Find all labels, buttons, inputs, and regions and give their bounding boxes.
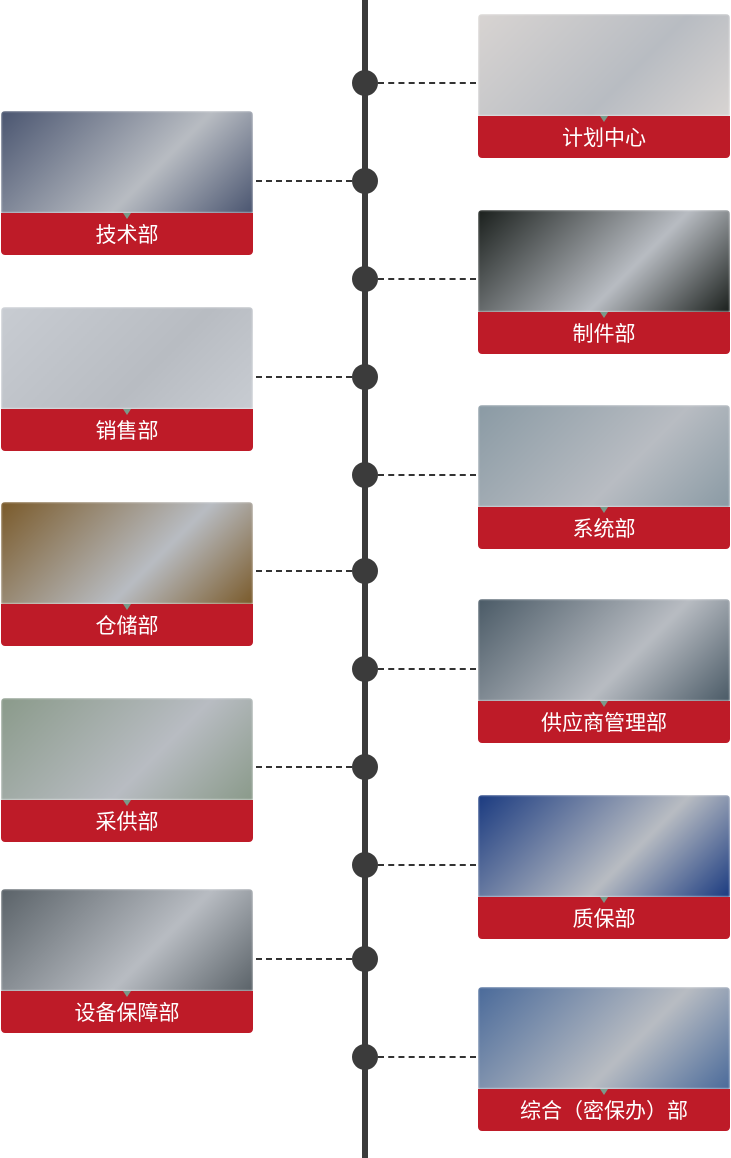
connector-line	[256, 570, 352, 572]
department-label: 综合（密保办）部	[478, 1089, 730, 1131]
department-card[interactable]: 销售部	[1, 307, 253, 451]
department-card[interactable]: 系统部	[478, 405, 730, 549]
department-card[interactable]: 供应商管理部	[478, 599, 730, 743]
connector-line	[378, 474, 476, 476]
department-image	[1, 698, 253, 800]
department-image	[1, 111, 253, 213]
department-card[interactable]: 设备保障部	[1, 889, 253, 1033]
department-image	[1, 307, 253, 409]
department-label: 计划中心	[478, 116, 730, 158]
timeline-dot	[352, 656, 378, 682]
department-label: 销售部	[1, 409, 253, 451]
department-card[interactable]: 质保部	[478, 795, 730, 939]
timeline-dot	[352, 462, 378, 488]
department-image	[478, 987, 730, 1089]
department-card[interactable]: 仓储部	[1, 502, 253, 646]
department-card[interactable]: 计划中心	[478, 14, 730, 158]
department-image	[1, 889, 253, 991]
connector-line	[378, 1056, 476, 1058]
timeline-dot	[352, 364, 378, 390]
timeline-dot	[352, 852, 378, 878]
department-image	[478, 405, 730, 507]
timeline-dot	[352, 946, 378, 972]
timeline-dot	[352, 1044, 378, 1070]
department-image	[478, 14, 730, 116]
connector-line	[378, 864, 476, 866]
connector-line	[378, 668, 476, 670]
timeline-dot	[352, 168, 378, 194]
department-image	[1, 502, 253, 604]
department-image	[478, 599, 730, 701]
department-card[interactable]: 综合（密保办）部	[478, 987, 730, 1131]
department-label: 技术部	[1, 213, 253, 255]
connector-line	[256, 376, 352, 378]
department-label: 设备保障部	[1, 991, 253, 1033]
department-card[interactable]: 采供部	[1, 698, 253, 842]
department-label: 系统部	[478, 507, 730, 549]
connector-line	[378, 82, 476, 84]
department-label: 制件部	[478, 312, 730, 354]
connector-line	[256, 766, 352, 768]
department-card[interactable]: 制件部	[478, 210, 730, 354]
department-label: 仓储部	[1, 604, 253, 646]
department-label: 质保部	[478, 897, 730, 939]
department-image	[478, 210, 730, 312]
department-label: 采供部	[1, 800, 253, 842]
department-image	[478, 795, 730, 897]
connector-line	[256, 180, 352, 182]
timeline-dot	[352, 266, 378, 292]
timeline-dot	[352, 754, 378, 780]
connector-line	[378, 278, 476, 280]
timeline-dot	[352, 70, 378, 96]
department-label: 供应商管理部	[478, 701, 730, 743]
connector-line	[256, 958, 352, 960]
department-card[interactable]: 技术部	[1, 111, 253, 255]
timeline-dot	[352, 558, 378, 584]
